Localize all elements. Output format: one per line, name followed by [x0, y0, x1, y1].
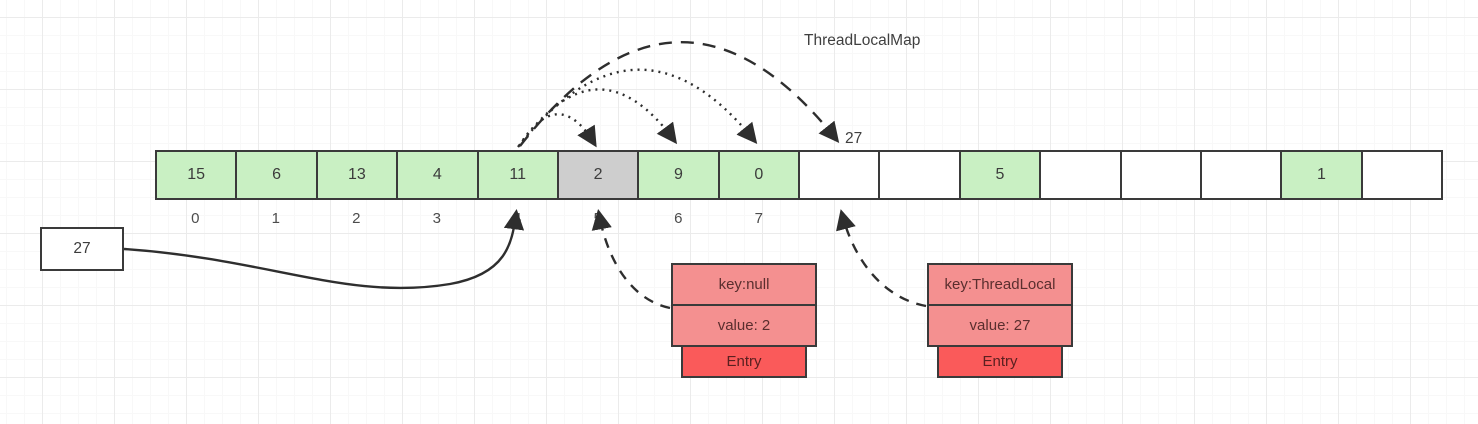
- array-index-3: 3: [432, 210, 441, 227]
- entry-box-stale: key:null value: 2 Entry: [671, 263, 817, 378]
- array-cell-7: 0: [717, 150, 800, 200]
- diagram-title: ThreadLocalMap: [804, 32, 921, 49]
- array-index-0: 0: [191, 210, 200, 227]
- array-index-row: 0 1 2 3 4 5 6 7: [155, 210, 799, 232]
- array-cell-13: [1199, 150, 1283, 200]
- array-index-5: 5: [593, 210, 602, 227]
- incoming-value-box: 27: [40, 227, 124, 271]
- array-cell-4: 11: [476, 150, 559, 200]
- array-index-6: 6: [674, 210, 683, 227]
- entry-key-label: key:ThreadLocal: [927, 263, 1073, 306]
- array-cell-1: 6: [235, 150, 318, 200]
- array-cell-10: 5: [958, 150, 1042, 200]
- array-index-1: 1: [271, 210, 280, 227]
- array-cell-8: [798, 150, 881, 200]
- array-index-2: 2: [352, 210, 361, 227]
- entry-box-live: key:ThreadLocal value: 27 Entry: [927, 263, 1073, 378]
- array-index-7: 7: [754, 210, 763, 227]
- array-cell-6: 9: [637, 150, 720, 200]
- array-cell-9: [878, 150, 961, 200]
- entry-type-label: Entry: [681, 345, 807, 378]
- array-cell-2: 13: [315, 150, 399, 200]
- array-index-4: 4: [513, 210, 522, 227]
- array-cell-14: 1: [1280, 150, 1363, 200]
- probe-arc-slot6: [518, 88, 678, 147]
- entry-type-label: Entry: [937, 345, 1063, 378]
- array-cell-3: 4: [396, 150, 479, 200]
- probe-arc-slot5: [517, 113, 597, 148]
- array-cell-12: [1119, 150, 1202, 200]
- probe-arc-slot8: [519, 41, 840, 147]
- array-cell-5: 2: [556, 150, 640, 200]
- array-cell-15: [1360, 150, 1443, 200]
- probe-target-label: 27: [845, 130, 863, 147]
- live-entry-to-slot8-arrow: [836, 209, 927, 308]
- entry-key-label: key:null: [671, 263, 817, 306]
- array-cell-0: 15: [155, 150, 238, 200]
- entry-value-label: value: 27: [927, 304, 1073, 347]
- array-cell-11: [1039, 150, 1122, 200]
- probe-arc-slot7: [517, 68, 758, 148]
- entry-value-label: value: 2: [671, 304, 817, 347]
